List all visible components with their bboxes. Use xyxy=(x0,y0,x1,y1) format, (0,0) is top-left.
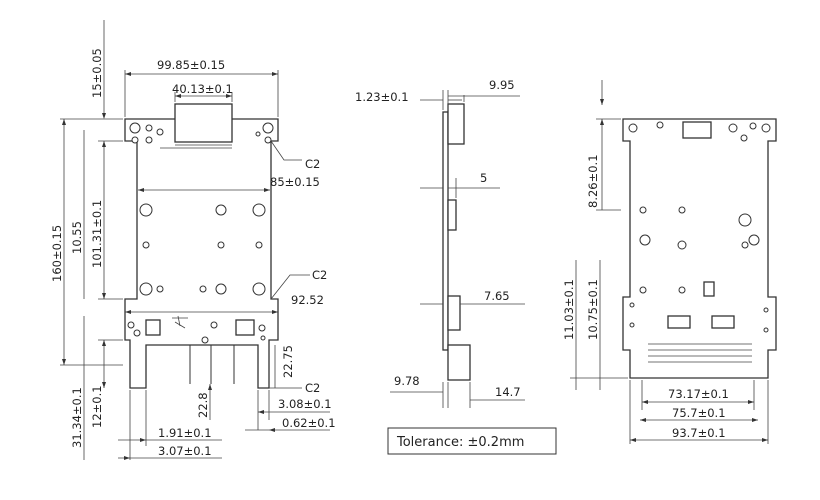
back-components xyxy=(628,121,771,333)
front-lower-components xyxy=(127,315,266,344)
back-dim-edge-width-b: 75.7±0.1 xyxy=(672,406,726,420)
back-dim-lower-height-b: 10.75±0.1 xyxy=(586,279,600,340)
back-dim-edge-width-c: 93.7±0.1 xyxy=(672,426,726,440)
front-dim-lower-width: 92.52 xyxy=(291,293,324,307)
front-dim-notch-width: 1.91±0.1 xyxy=(158,426,212,440)
front-dim-left-offset: 3.07±0.1 xyxy=(158,444,212,458)
front-edge-connector xyxy=(145,345,235,384)
front-callout-c2-bottom: C2 xyxy=(305,381,320,395)
side-view: 1.23±0.1 9.95 5 7.65 9.78 14.7 xyxy=(355,78,525,408)
side-dim-bottom-right: 14.7 xyxy=(495,385,521,399)
front-connector-pins xyxy=(160,144,232,149)
side-dim-top-component: 9.95 xyxy=(489,78,515,92)
front-dim-top-margin: 15±0.05 xyxy=(90,48,104,98)
back-dim-lower-height-a: 11.03±0.1 xyxy=(562,279,576,340)
front-dim-connector-width: 40.13±0.1 xyxy=(172,82,233,96)
side-dim-mid-component: 5 xyxy=(480,171,487,185)
front-view: 99.85±0.15 40.13±0.1 15±0.05 160±0.15 10… xyxy=(50,20,336,460)
side-dim-bottom-left: 9.78 xyxy=(394,374,420,388)
front-dim-bottom-height: 31.34±0.1 xyxy=(70,387,84,448)
side-dim-thickness: 1.23±0.1 xyxy=(355,90,409,104)
front-callout-c2-top: C2 xyxy=(305,157,320,171)
back-edge-pins xyxy=(648,343,752,363)
tolerance-note: Tolerance: ±0.2mm xyxy=(387,427,557,455)
back-board-outline xyxy=(622,118,777,379)
front-dim-side-height: 22.75 xyxy=(281,345,295,378)
front-connector-block xyxy=(174,103,233,143)
front-dim-hole-span: 101.31±0.1 xyxy=(90,200,104,268)
front-dim-tab-height: 12±0.1 xyxy=(90,385,104,428)
front-dim-notch-height: 22.8 xyxy=(196,392,210,418)
back-dim-upper-height: 8.26±0.1 xyxy=(586,154,600,208)
front-mounting-holes xyxy=(129,122,274,296)
front-dim-hole-offset: 10.55 xyxy=(70,221,84,254)
front-callout-c2-middle: C2 xyxy=(312,268,327,282)
back-view: 8.26±0.1 11.03±0.1 10.75±0.1 73.17±0.1 7… xyxy=(562,80,777,444)
side-top-component xyxy=(447,103,465,145)
front-dim-top-width: 99.85±0.15 xyxy=(157,58,225,72)
side-board-profile xyxy=(442,111,449,351)
front-dim-right-gap: 0.62±0.1 xyxy=(282,416,336,430)
back-dim-edge-width-a: 73.17±0.1 xyxy=(668,387,729,401)
front-board-outline xyxy=(124,118,279,389)
front-dim-body-width: 85±0.15 xyxy=(270,175,320,189)
front-dim-total-height: 160±0.15 xyxy=(50,225,64,282)
side-dim-lower-component: 7.65 xyxy=(484,289,510,303)
front-dim-right-notch: 3.08±0.1 xyxy=(278,397,332,411)
tolerance-text: Tolerance: ±0.2mm xyxy=(396,435,524,450)
